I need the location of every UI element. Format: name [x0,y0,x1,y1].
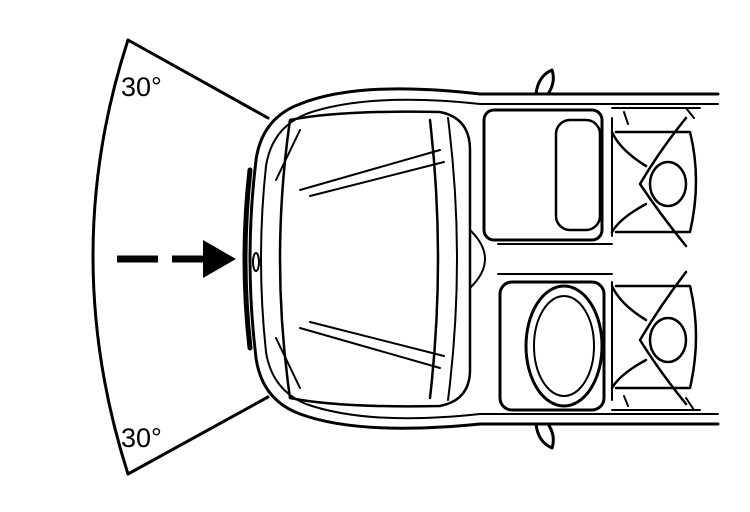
angle-label-top: 30° [121,72,162,102]
occupant-passenger [610,107,698,248]
hood [275,110,472,408]
steering-wheel [498,280,606,412]
car-body [242,68,720,450]
impact-zone-sector [91,38,270,476]
dashed-arrow-right-icon [117,240,236,278]
cabin-interior [469,107,701,411]
angle-label-bottom: 30° [121,423,162,453]
occupant-driver [610,270,698,411]
passenger-dash-unit [482,108,604,242]
